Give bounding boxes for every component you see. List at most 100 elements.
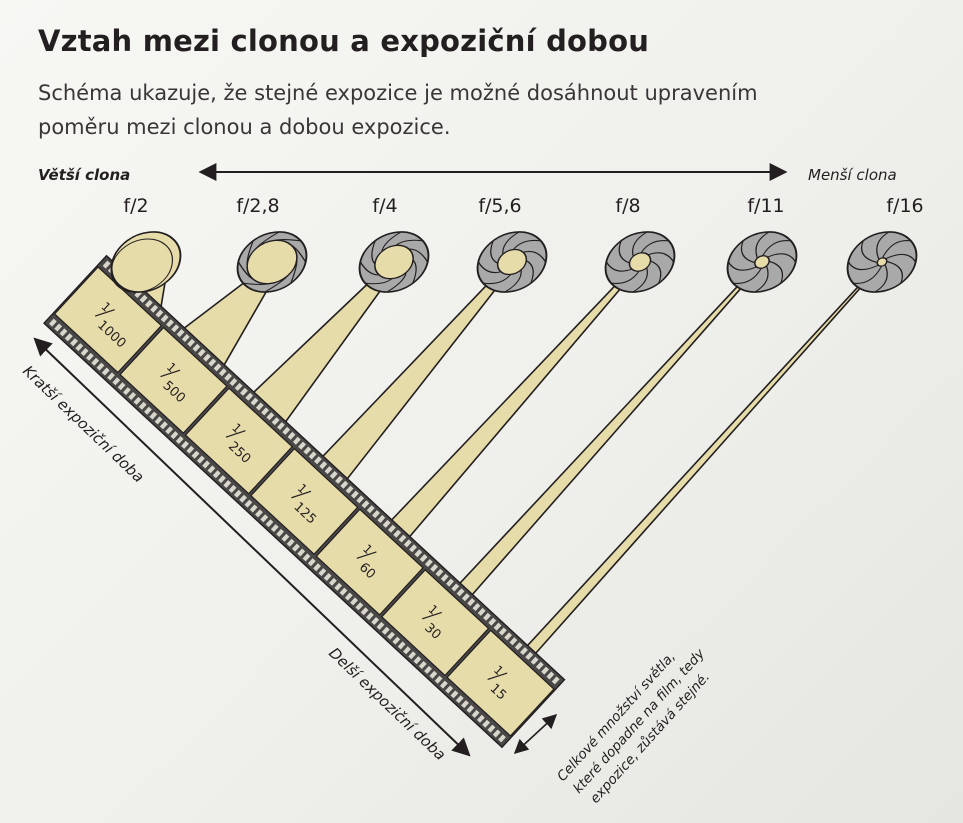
film-perforation (144, 299, 153, 308)
aperture-disc (236, 231, 308, 293)
aperture-disc (846, 231, 918, 293)
iris-blade (852, 266, 883, 284)
aperture-disc (726, 231, 798, 293)
page-title: Vztah mezi clonou a expoziční dobou (38, 24, 650, 58)
note-double-arrow (513, 714, 558, 754)
iris-opening (754, 255, 770, 269)
iris-blade (412, 259, 417, 284)
film-perforation (493, 622, 502, 631)
aperture-axis-left-label: Větší clona (38, 166, 130, 184)
iris-blade (886, 261, 903, 284)
film-perforation (49, 318, 57, 327)
film-perforation (54, 323, 63, 332)
iris-blade (727, 261, 757, 271)
film-perforation (139, 294, 148, 303)
film-perforation (176, 329, 185, 338)
iris-blade (504, 269, 522, 293)
film-perforation (476, 714, 485, 723)
iris-blade (371, 240, 376, 265)
film-perforation (520, 647, 528, 655)
iris-blade (876, 231, 890, 260)
page-subtitle: Schéma ukazuje, že stejné expozice je mo… (38, 76, 838, 144)
aperture-disc (358, 231, 430, 293)
subtitle-line-2: poměru mezi clonou a dobou expozice. (38, 115, 451, 139)
subtitle-line-1: Schéma ukazuje, že stejné expozice je mo… (38, 81, 758, 105)
film-perforation (150, 304, 158, 313)
iris-blade (650, 260, 662, 284)
iris-opening (374, 244, 414, 280)
film-perforation (155, 309, 164, 318)
iris-blade (754, 265, 769, 293)
iris-blade (395, 239, 424, 246)
iris-blade (632, 267, 648, 293)
iris-opening (246, 239, 298, 285)
film-perforation (514, 642, 523, 651)
aperture-discs (110, 231, 918, 293)
iris-blade (874, 264, 888, 293)
iris-blade (359, 261, 380, 276)
iris-blade (768, 260, 784, 284)
aperture-label: f/2,8 (236, 195, 279, 217)
iris-blade (740, 240, 756, 264)
film-perforation (535, 661, 544, 670)
film-perforation (487, 724, 496, 733)
iris-blade (512, 239, 542, 250)
film-perforation (530, 656, 539, 665)
aperture-axis: Větší clona Menší clona (38, 163, 897, 184)
lens-rim (110, 238, 173, 293)
time-axis-arrow (33, 337, 471, 757)
iris-blade (386, 272, 407, 293)
iris-blade (525, 260, 534, 284)
film-perforation (160, 314, 169, 323)
iris-blade (881, 240, 912, 258)
aperture-disc (110, 231, 182, 293)
iris-opening (876, 257, 888, 267)
iris-blade (482, 274, 512, 285)
iris-blade (502, 231, 520, 255)
aperture-disc (476, 231, 548, 293)
fraction-slash (94, 309, 115, 317)
iris-opening (628, 252, 652, 272)
iris-blade (408, 248, 429, 263)
note-line-2: které dopadne na film, tedy (570, 645, 709, 796)
film-perforation (498, 627, 507, 636)
aperture-label: f/8 (615, 195, 640, 217)
film-perforation (541, 666, 549, 675)
film-perforation (488, 617, 497, 626)
iris-blade (618, 240, 630, 264)
aperture-label: f/4 (372, 195, 397, 217)
aperture-disc (604, 231, 676, 293)
film-perforation (546, 671, 555, 680)
iris-blade (648, 252, 675, 263)
iris-blade (861, 240, 878, 263)
iris-blade (364, 278, 393, 285)
film-perforation (471, 709, 480, 718)
iris-blade (490, 240, 499, 264)
aperture-label: f/16 (886, 195, 923, 217)
film-perforation (171, 324, 180, 333)
film-perforation (166, 319, 174, 328)
film-perforation (525, 651, 534, 660)
iris-blade (885, 253, 917, 263)
iris-blade (381, 231, 402, 252)
iris-blade (605, 261, 632, 272)
iris-blade (847, 261, 879, 271)
film-perforation (483, 612, 491, 621)
aperture-axis-right-label: Menší clona (808, 166, 897, 184)
film-perforation (477, 607, 486, 616)
iris-blade (610, 270, 640, 285)
iris-blade (755, 231, 770, 259)
iris-blade (477, 261, 502, 274)
film-perforation (498, 734, 506, 743)
iris-opening (496, 248, 528, 276)
aperture-label: f/5,6 (478, 195, 521, 217)
iris-blade (767, 253, 797, 263)
fraction-slash (487, 672, 508, 681)
film-perforation (102, 260, 111, 269)
iris-blade (640, 239, 670, 254)
iris-blade (732, 268, 762, 284)
aperture-label: f/11 (747, 195, 784, 217)
